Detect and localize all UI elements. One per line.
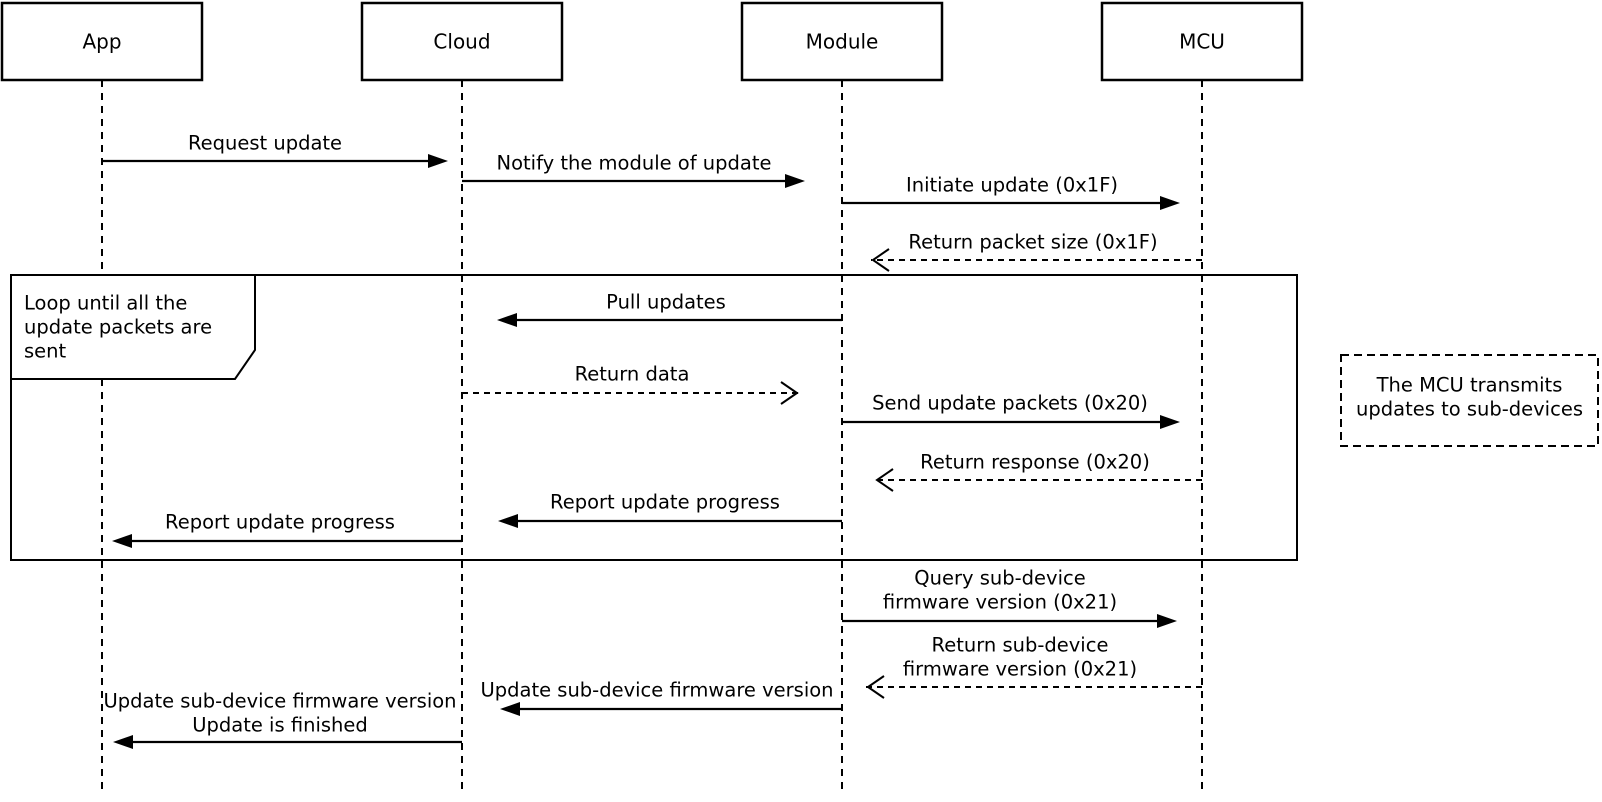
message-label: Query sub-device bbox=[914, 567, 1085, 590]
note-text-line: updates to sub-devices bbox=[1356, 398, 1583, 421]
participant-box-module bbox=[740, 1, 944, 82]
participant-label-app: App bbox=[82, 30, 121, 54]
filled-arrowhead bbox=[1160, 415, 1180, 429]
filled-arrowhead bbox=[1157, 614, 1177, 628]
loop-label-box bbox=[10, 274, 256, 380]
filled-arrowhead bbox=[1160, 196, 1180, 210]
message-label: Update is finished bbox=[192, 714, 368, 737]
message-label: Return packet size (0x1F) bbox=[908, 231, 1157, 254]
message-label: Return sub-device bbox=[932, 634, 1109, 657]
filled-arrowhead bbox=[113, 735, 133, 749]
open-arrowhead bbox=[871, 248, 890, 272]
message-label: Send update packets (0x20) bbox=[872, 392, 1148, 415]
open-arrowhead bbox=[866, 675, 885, 699]
message-label: Notify the module of update bbox=[496, 152, 771, 175]
message-label: Request update bbox=[188, 132, 342, 155]
message-label: Update sub-device firmware version bbox=[480, 679, 833, 702]
message-label: Update sub-device firmware version bbox=[103, 690, 456, 713]
loop-label-line: update packets are bbox=[24, 316, 212, 339]
filled-arrowhead bbox=[497, 313, 517, 327]
message-label: Initiate update (0x1F) bbox=[906, 174, 1118, 197]
filled-arrowhead bbox=[785, 174, 805, 188]
loop-frame bbox=[10, 274, 1298, 561]
participant-label-module: Module bbox=[806, 30, 879, 54]
message-label: firmware version (0x21) bbox=[903, 658, 1137, 681]
note-box bbox=[1340, 354, 1599, 447]
message-label: Return response (0x20) bbox=[920, 451, 1150, 474]
loop-label-line: sent bbox=[24, 340, 67, 363]
participant-box-cloud bbox=[360, 1, 564, 82]
participant-label-cloud: Cloud bbox=[433, 30, 490, 54]
participant-box-mcu bbox=[1100, 1, 1304, 82]
filled-arrowhead bbox=[498, 514, 518, 528]
filled-arrowhead bbox=[428, 154, 448, 168]
message-label: Pull updates bbox=[606, 291, 726, 314]
filled-arrowhead bbox=[112, 534, 132, 548]
message-label: Return data bbox=[575, 363, 690, 386]
open-arrowhead bbox=[780, 381, 799, 405]
open-arrowhead bbox=[875, 468, 894, 492]
participant-label-mcu: MCU bbox=[1179, 30, 1225, 54]
message-label: firmware version (0x21) bbox=[883, 591, 1117, 614]
note-text-line: The MCU transmits bbox=[1376, 374, 1563, 397]
filled-arrowhead bbox=[500, 702, 520, 716]
participant-box-app bbox=[0, 1, 204, 82]
message-label: Report update progress bbox=[550, 491, 780, 514]
loop-label-line: Loop until all the bbox=[24, 292, 187, 315]
message-label: Report update progress bbox=[165, 511, 395, 534]
